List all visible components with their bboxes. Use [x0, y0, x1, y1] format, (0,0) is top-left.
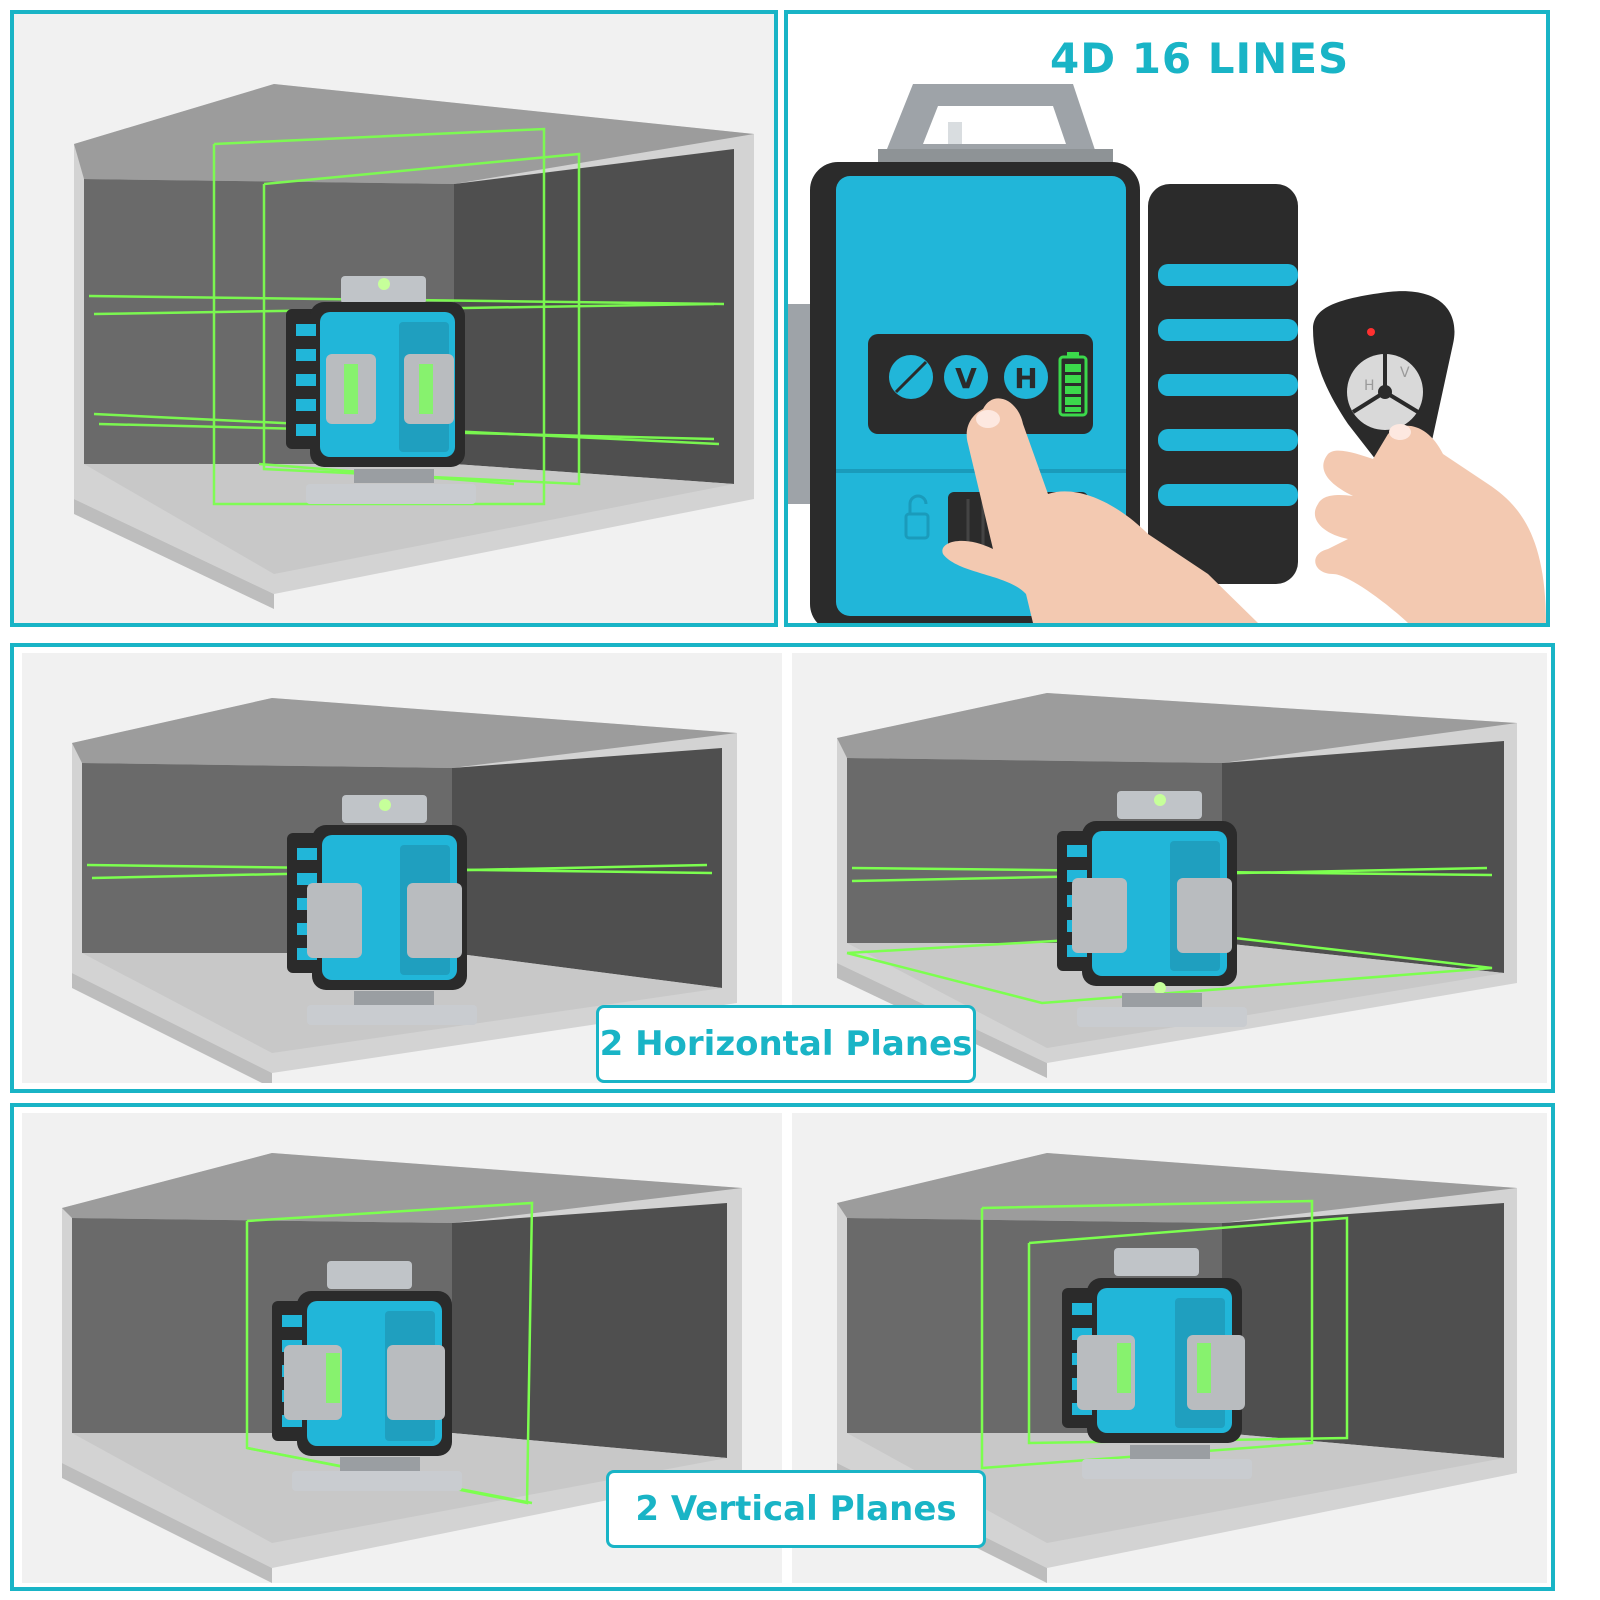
v-button[interactable]: [944, 355, 988, 399]
battery-icon: [1058, 352, 1088, 417]
panel-all-lines: [10, 10, 778, 627]
h-button-label: H: [1014, 362, 1037, 395]
product-illustration: V H: [788, 84, 1546, 623]
remote-v-label: V: [1400, 365, 1410, 381]
badge-horizontal-planes: 2 Horizontal Planes: [596, 1005, 976, 1083]
panel-horizontal-planes: 2 Horizontal Planes: [10, 643, 1555, 1093]
headline: 4D 16 LINES: [1050, 34, 1350, 83]
badge-vertical-planes: 2 Vertical Planes: [606, 1470, 986, 1548]
laser-level-device: [1062, 1248, 1252, 1479]
subpanel-horizontal-2: [792, 653, 1547, 1083]
lock-icon: [904, 494, 930, 540]
laser-level-device: [272, 1261, 462, 1491]
room-illustration-horizontal-1: [72, 698, 737, 1083]
room-illustration-horizontal-2: [837, 693, 1517, 1078]
laser-level-device: [286, 276, 476, 504]
remote-h-label: H: [1364, 378, 1375, 394]
laser-level-device: [1057, 791, 1247, 1027]
laser-level-device: [287, 795, 477, 1025]
subpanel-horizontal-1: [22, 653, 782, 1083]
h-button[interactable]: [1004, 355, 1048, 399]
panel-vertical-planes: 2 Vertical Planes: [10, 1103, 1555, 1591]
v-button-label: V: [955, 362, 977, 395]
room-illustration-all-lines: [74, 84, 754, 609]
panel-product-closeup: 4D 16 LINES V H: [784, 10, 1550, 627]
room-illustration-vertical-2: [837, 1153, 1517, 1583]
room-illustration-vertical-1: [62, 1153, 742, 1583]
